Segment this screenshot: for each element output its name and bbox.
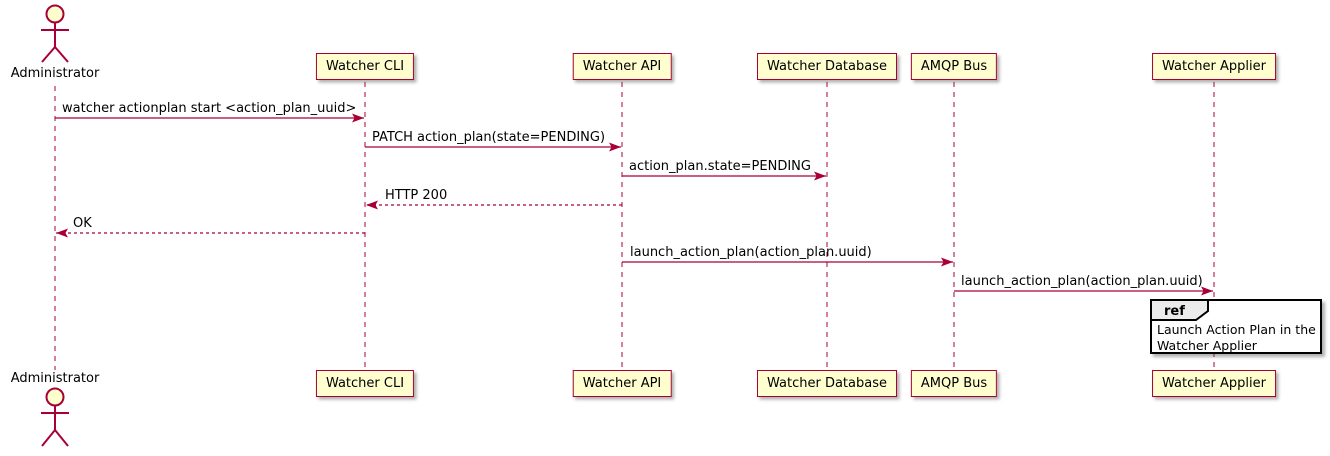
ref-fragment: ref Launch Action Plan in the Watcher Ap… <box>1150 299 1322 354</box>
actor-figure-top <box>41 4 69 63</box>
message-label-6: launch_action_plan(action_plan.uuid) <box>630 245 872 260</box>
participant-watcher-applier-bottom: Watcher Applier <box>1152 370 1276 397</box>
ref-text: Launch Action Plan in the Watcher Applie… <box>1157 322 1317 354</box>
ref-text-line-1: Launch Action Plan in the <box>1157 322 1316 337</box>
actor-label-bottom: Administrator <box>10 371 100 386</box>
actor-figure-bottom <box>41 387 69 447</box>
message-label-2: PATCH action_plan(state=PENDING) <box>372 130 606 145</box>
message-label-1: watcher actionplan start <action_plan_uu… <box>62 101 357 116</box>
actor-label-top: Administrator <box>10 66 100 81</box>
participant-watcher-cli-top: Watcher CLI <box>315 53 415 80</box>
ref-keyword: ref <box>1164 304 1185 319</box>
message-label-4: HTTP 200 <box>385 188 448 203</box>
ref-text-line-2: Watcher Applier <box>1157 338 1257 353</box>
participant-watcher-database-bottom: Watcher Database <box>757 370 897 397</box>
participant-amqp-bus-top: AMQP Bus <box>910 53 998 80</box>
ref-tab-shape: ref <box>1150 299 1209 321</box>
participant-watcher-api-bottom: Watcher API <box>572 370 672 397</box>
message-label-7: launch_action_plan(action_plan.uuid) <box>961 274 1203 289</box>
participant-watcher-applier-top: Watcher Applier <box>1152 53 1276 80</box>
participant-watcher-cli-bottom: Watcher CLI <box>315 370 415 397</box>
message-label-5: OK <box>73 216 92 231</box>
message-label-3: action_plan.state=PENDING <box>629 159 811 174</box>
participant-amqp-bus-bottom: AMQP Bus <box>910 370 998 397</box>
participant-watcher-database-top: Watcher Database <box>757 53 897 80</box>
participant-watcher-api-top: Watcher API <box>572 53 672 80</box>
lifelines <box>54 82 1215 370</box>
message-arrows <box>55 113 1213 296</box>
